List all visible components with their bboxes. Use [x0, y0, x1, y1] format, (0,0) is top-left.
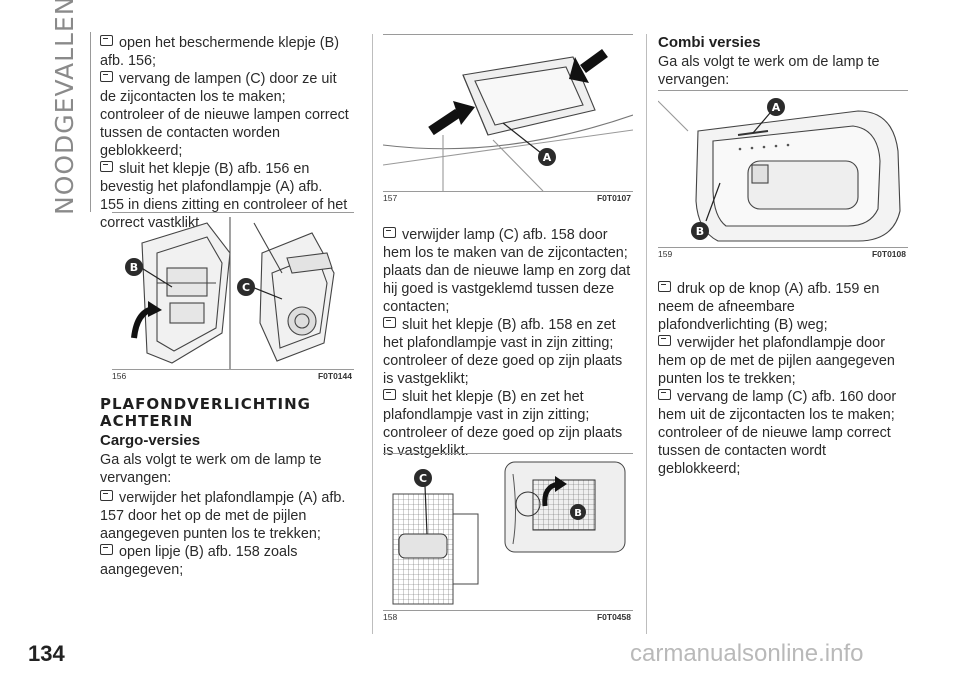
checkbox-bullet-icon: [100, 161, 113, 172]
bulb-replacement-illustration: C B: [392, 461, 626, 605]
callout-c: [414, 469, 432, 487]
callout-b: [570, 504, 586, 520]
figure-code: F0T0144: [317, 371, 352, 381]
intro-text: Ga als volgt te werk om de lamp te verva…: [100, 452, 322, 486]
subheading: Cargo-versies: [100, 432, 201, 449]
list-item: open het beschermende klepje (B) afb. 15…: [100, 35, 339, 69]
column-3-lower: druk op de knop (A) afb. 159 en neem de …: [658, 280, 908, 478]
section-title: NOODGEVALLEN: [50, 0, 79, 215]
column-divider: [372, 34, 373, 634]
callout-c: [237, 278, 255, 296]
list-item: sluit het klepje (B) afb. 156 en bevesti…: [100, 161, 348, 231]
watermark: carmanualsonline.info: [630, 640, 864, 667]
column-3: Combi versies Ga als volgt te werk om de…: [658, 34, 908, 89]
intro-text: Ga als volgt te werk om de lamp te verva…: [658, 54, 880, 88]
checkbox-bullet-icon: [658, 389, 671, 400]
list-item: druk op de knop (A) afb. 159 en neem de …: [658, 281, 880, 333]
callout-b: [125, 258, 143, 276]
svg-text:B: B: [130, 261, 138, 274]
section-rule: [90, 32, 91, 212]
list-item: verwijder het plafondlampje door hem op …: [658, 335, 895, 387]
ceiling-lamp-illustration: A: [383, 48, 633, 191]
checkbox-bullet-icon: [100, 71, 113, 82]
figure-number: 158: [383, 612, 398, 622]
checkbox-bullet-icon: [383, 389, 396, 400]
list-item: verwijder het plafondlampje (A) afb. 157…: [100, 490, 346, 542]
figure-number: 157: [383, 193, 398, 203]
page-number: 134: [28, 641, 65, 666]
column-1-lower: PLAFONDVERLICHTING ACHTERIN Cargo-versie…: [100, 396, 350, 579]
figure-code: F0T0458: [596, 612, 631, 622]
figure-159: A B 159 F0T0108: [658, 90, 908, 259]
column-1: open het beschermende klepje (B) afb. 15…: [100, 34, 350, 232]
combi-ceiling-light-illustration: A B: [658, 98, 901, 242]
figure-number: 156: [112, 371, 127, 381]
figure-158: C B 158 F0T0458: [383, 453, 633, 622]
figure-code: F0T0108: [871, 249, 906, 259]
list-item: open lipje (B) afb. 158 zoals aangegeven…: [100, 544, 298, 578]
callout-b: [691, 222, 709, 240]
svg-text:C: C: [242, 281, 250, 294]
column-2: verwijder lamp (C) afb. 158 door hem los…: [383, 226, 633, 460]
svg-text:C: C: [419, 472, 427, 485]
list-item: verwijder lamp (C) afb. 158 door hem los…: [383, 227, 631, 315]
checkbox-bullet-icon: [658, 281, 671, 292]
column-divider: [646, 34, 647, 634]
svg-text:A: A: [772, 101, 781, 114]
checkbox-bullet-icon: [100, 490, 113, 501]
svg-text:B: B: [574, 508, 582, 519]
callout-a: [538, 148, 556, 166]
svg-text:A: A: [543, 151, 552, 164]
callout-a: [767, 98, 785, 116]
list-item: sluit het klepje (B) afb. 158 en zet het…: [383, 317, 623, 387]
figure-156: B C 156 F0T0144: [112, 212, 354, 381]
checkbox-bullet-icon: [100, 35, 113, 46]
figure-number: 159: [658, 249, 673, 259]
svg-text:B: B: [696, 225, 704, 238]
figure-code: F0T0107: [596, 193, 631, 203]
list-item: sluit het klepje (B) en zet het plafondl…: [383, 389, 623, 459]
checkbox-bullet-icon: [658, 335, 671, 346]
section-heading: PLAFONDVERLICHTING ACHTERIN: [100, 395, 311, 430]
figure-157: A 157 F0T0107: [383, 34, 633, 203]
list-item: vervang de lamp (C) afb. 160 door hem ui…: [658, 389, 897, 477]
checkbox-bullet-icon: [383, 317, 396, 328]
list-item: vervang de lampen (C) door ze uit de zij…: [100, 71, 349, 159]
checkbox-bullet-icon: [383, 227, 396, 238]
subheading: Combi versies: [658, 34, 761, 51]
checkbox-bullet-icon: [100, 544, 113, 555]
lamp-housing-illustration: B C: [125, 217, 335, 369]
